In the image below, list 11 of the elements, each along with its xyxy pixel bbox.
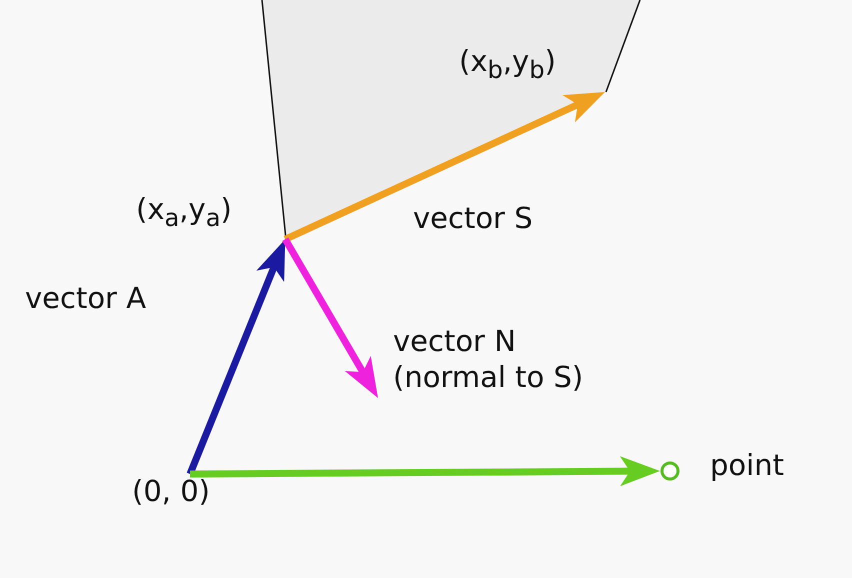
arrow xyxy=(190,456,660,486)
edge-label: vector A xyxy=(25,280,146,316)
edge-label: vector S xyxy=(413,200,533,236)
coordinate-label: (x$_{b}$,y$_{b}$) xyxy=(459,44,556,85)
arrow xyxy=(186,239,286,476)
arrow xyxy=(282,238,378,398)
coordinate-label: (0, 0) xyxy=(132,474,210,509)
edge-label: vector N (normal to S) xyxy=(393,323,584,396)
point-label: point xyxy=(710,447,784,484)
arrow xyxy=(284,92,605,242)
coordinate-label: (x$_{a}$,y$_{a}$) xyxy=(136,192,232,233)
